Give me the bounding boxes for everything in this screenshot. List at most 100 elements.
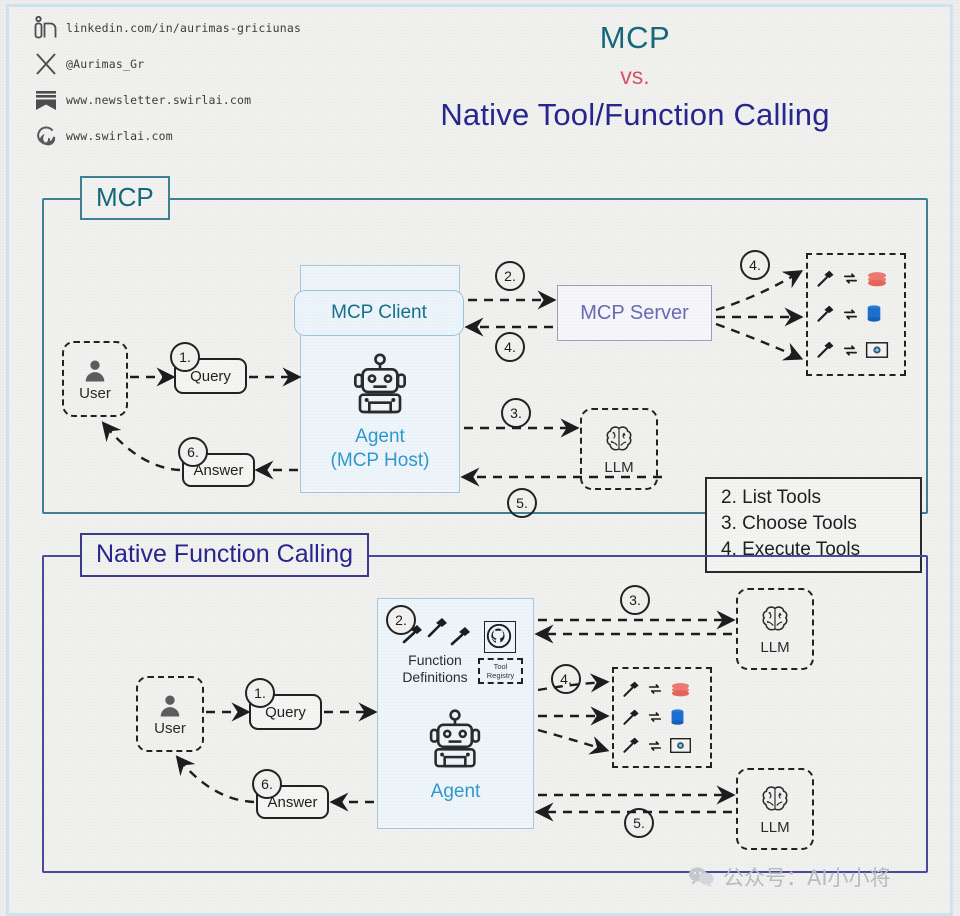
- blue-database-icon: [867, 305, 881, 323]
- nfc-llm-top-node[interactable]: LLM: [736, 588, 814, 670]
- section-nfc-title: Native Function Calling: [80, 533, 370, 577]
- registry-line-1: Tool: [493, 662, 508, 671]
- red-stack-icon: [672, 682, 689, 697]
- hammer-icon: [623, 681, 639, 697]
- window-camera-icon: [670, 738, 691, 754]
- legend-line-3: 4. Execute Tools: [721, 539, 861, 560]
- mcp-tool-row-2[interactable]: [816, 301, 896, 327]
- sync-arrows-icon: [843, 345, 858, 356]
- mcp-tools-box[interactable]: [806, 253, 906, 376]
- nfc-answer-label: Answer: [267, 793, 318, 811]
- nfc-agent-caption: Agent: [377, 780, 534, 804]
- social-row-x[interactable]: @Aurimas_Gr: [26, 46, 396, 82]
- nfc-query-box[interactable]: Query: [249, 694, 322, 730]
- nfc-tool-row-3[interactable]: [622, 733, 702, 759]
- nfc-user-label: User: [154, 719, 186, 737]
- nfc-tool-row-2[interactable]: [622, 704, 702, 730]
- sync-arrows-icon: [648, 712, 662, 723]
- nfc-query-label: Query: [265, 703, 306, 721]
- nfc-tools-box[interactable]: [612, 667, 712, 768]
- mcp-query-label: Query: [190, 367, 231, 385]
- social-row-linkedin[interactable]: linkedin.com/in/aurimas-griciunas: [26, 10, 396, 46]
- title-mcp: MCP: [599, 20, 671, 55]
- fd-line-2: Definitions: [402, 669, 468, 685]
- mcp-llm-node[interactable]: LLM: [580, 408, 658, 490]
- hammer-icon: [450, 627, 470, 646]
- nfc-llm-top-label: LLM: [760, 638, 790, 656]
- mcp-host-label: (MCP Host): [330, 450, 430, 471]
- nfc-tool-row-1[interactable]: [622, 676, 702, 702]
- section-mcp-title: MCP: [80, 176, 170, 220]
- social-links: linkedin.com/in/aurimas-griciunas @Aurim…: [26, 10, 396, 154]
- social-row-newsletter[interactable]: www.newsletter.swirlai.com: [26, 82, 396, 118]
- hammer-icon: [402, 625, 422, 644]
- nfc-agent-label: Agent: [430, 781, 481, 802]
- sync-arrows-icon: [843, 309, 858, 320]
- wechat-icon: [688, 867, 714, 888]
- mcp-step-1: 1.: [170, 342, 200, 372]
- linkedin-url: linkedin.com/in/aurimas-griciunas: [66, 21, 302, 35]
- fd-line-1: Function: [408, 652, 462, 668]
- watermark: 公众号：AI小小将: [688, 862, 891, 892]
- x-handle: @Aurimas_Gr: [66, 57, 145, 71]
- hammer-icon: [623, 737, 639, 754]
- hammer-icon: [817, 270, 834, 287]
- hammer-icon: [427, 618, 447, 638]
- mcp-user-label: User: [79, 384, 111, 402]
- social-row-website[interactable]: www.swirlai.com: [26, 118, 396, 154]
- mcp-server-box[interactable]: MCP Server: [557, 285, 712, 341]
- title-native: Native Tool/Function Calling: [440, 97, 830, 132]
- nfc-step-1: 1.: [245, 678, 275, 708]
- x-twitter-icon: [26, 52, 66, 76]
- sync-arrows-icon: [843, 273, 858, 284]
- nfc-llm-bottom-label: LLM: [760, 818, 790, 836]
- swirl-logo-icon: [26, 124, 66, 149]
- section-native-function-calling: Native Function Calling: [42, 533, 928, 873]
- nfc-llm-bottom-node[interactable]: LLM: [736, 768, 814, 850]
- mcp-answer-box[interactable]: Answer: [182, 453, 255, 487]
- window-camera-icon: [865, 342, 889, 359]
- mcp-step-5: 5.: [507, 488, 537, 518]
- user-icon: [85, 360, 105, 381]
- mcp-user-node[interactable]: User: [62, 341, 128, 417]
- hammer-icon: [623, 709, 639, 725]
- nfc-function-hammers: [400, 615, 480, 649]
- mcp-tool-row-1[interactable]: [816, 266, 896, 292]
- registry-line-2: Registry: [486, 671, 515, 680]
- legend-line-1: 2. List Tools: [721, 487, 821, 508]
- mcp-tool-row-3[interactable]: [816, 337, 896, 363]
- newsletter-icon: [26, 88, 66, 112]
- tool-registry-label: Tool Registry: [478, 658, 523, 684]
- user-icon: [160, 695, 180, 716]
- legend-line-2: 3. Choose Tools: [721, 513, 857, 534]
- mcp-client-box[interactable]: MCP Client: [294, 290, 464, 336]
- mcp-step-3: 3.: [501, 398, 531, 428]
- nfc-agent-robot-icon: [424, 708, 486, 770]
- hammer-icon: [817, 341, 834, 358]
- page-title: MCP vs. Native Tool/Function Calling: [400, 18, 870, 136]
- mcp-step-4-tools: 4.: [740, 250, 770, 280]
- mcp-step-6: 6.: [178, 437, 208, 467]
- nfc-user-node[interactable]: User: [136, 676, 204, 752]
- tool-registry-icon[interactable]: [484, 621, 516, 653]
- watermark-text: 公众号：AI小小将: [723, 866, 891, 890]
- nfc-step-4: 4.: [551, 664, 581, 694]
- mcp-server-label: MCP Server: [580, 301, 689, 324]
- brain-icon: [762, 785, 788, 810]
- mcp-client-label: MCP Client: [331, 302, 427, 323]
- mcp-llm-label: LLM: [604, 458, 634, 476]
- legend-box: 2. List Tools 3. Choose Tools 4. Execute…: [705, 477, 922, 573]
- mcp-agent-robot-icon: [348, 352, 412, 416]
- website-url: www.swirlai.com: [66, 129, 173, 143]
- mcp-agent-label: Agent: [355, 426, 405, 447]
- hammer-icon: [817, 306, 834, 323]
- mcp-answer-label: Answer: [193, 461, 244, 479]
- blue-database-icon: [671, 709, 684, 725]
- brain-icon: [762, 605, 788, 630]
- nfc-step-3: 3.: [620, 585, 650, 615]
- nfc-step-5: 5.: [624, 808, 654, 838]
- nfc-step-6: 6.: [252, 769, 282, 799]
- newsletter-url: www.newsletter.swirlai.com: [66, 93, 252, 107]
- nfc-function-definitions-label: Function Definitions: [390, 652, 480, 686]
